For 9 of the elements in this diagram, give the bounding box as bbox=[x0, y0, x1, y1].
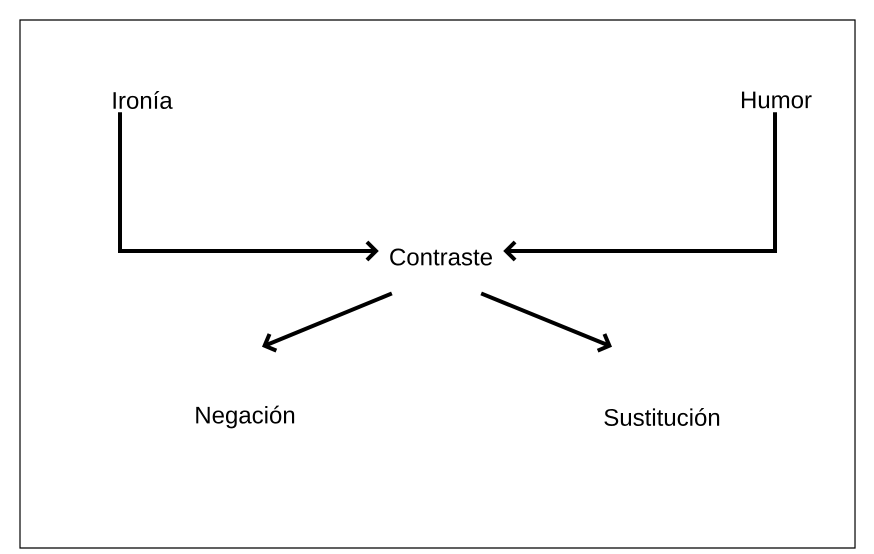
node-label: Ironía bbox=[114, 91, 173, 109]
node-label: Humor bbox=[742, 92, 812, 108]
node-label: Sustitución bbox=[604, 408, 720, 426]
arrow bbox=[118, 112, 379, 262]
arrow bbox=[262, 292, 392, 352]
node-label: Negación bbox=[196, 406, 294, 428]
arrow bbox=[481, 292, 612, 353]
arrow bbox=[503, 112, 777, 262]
node-label: Contraste bbox=[390, 248, 492, 266]
